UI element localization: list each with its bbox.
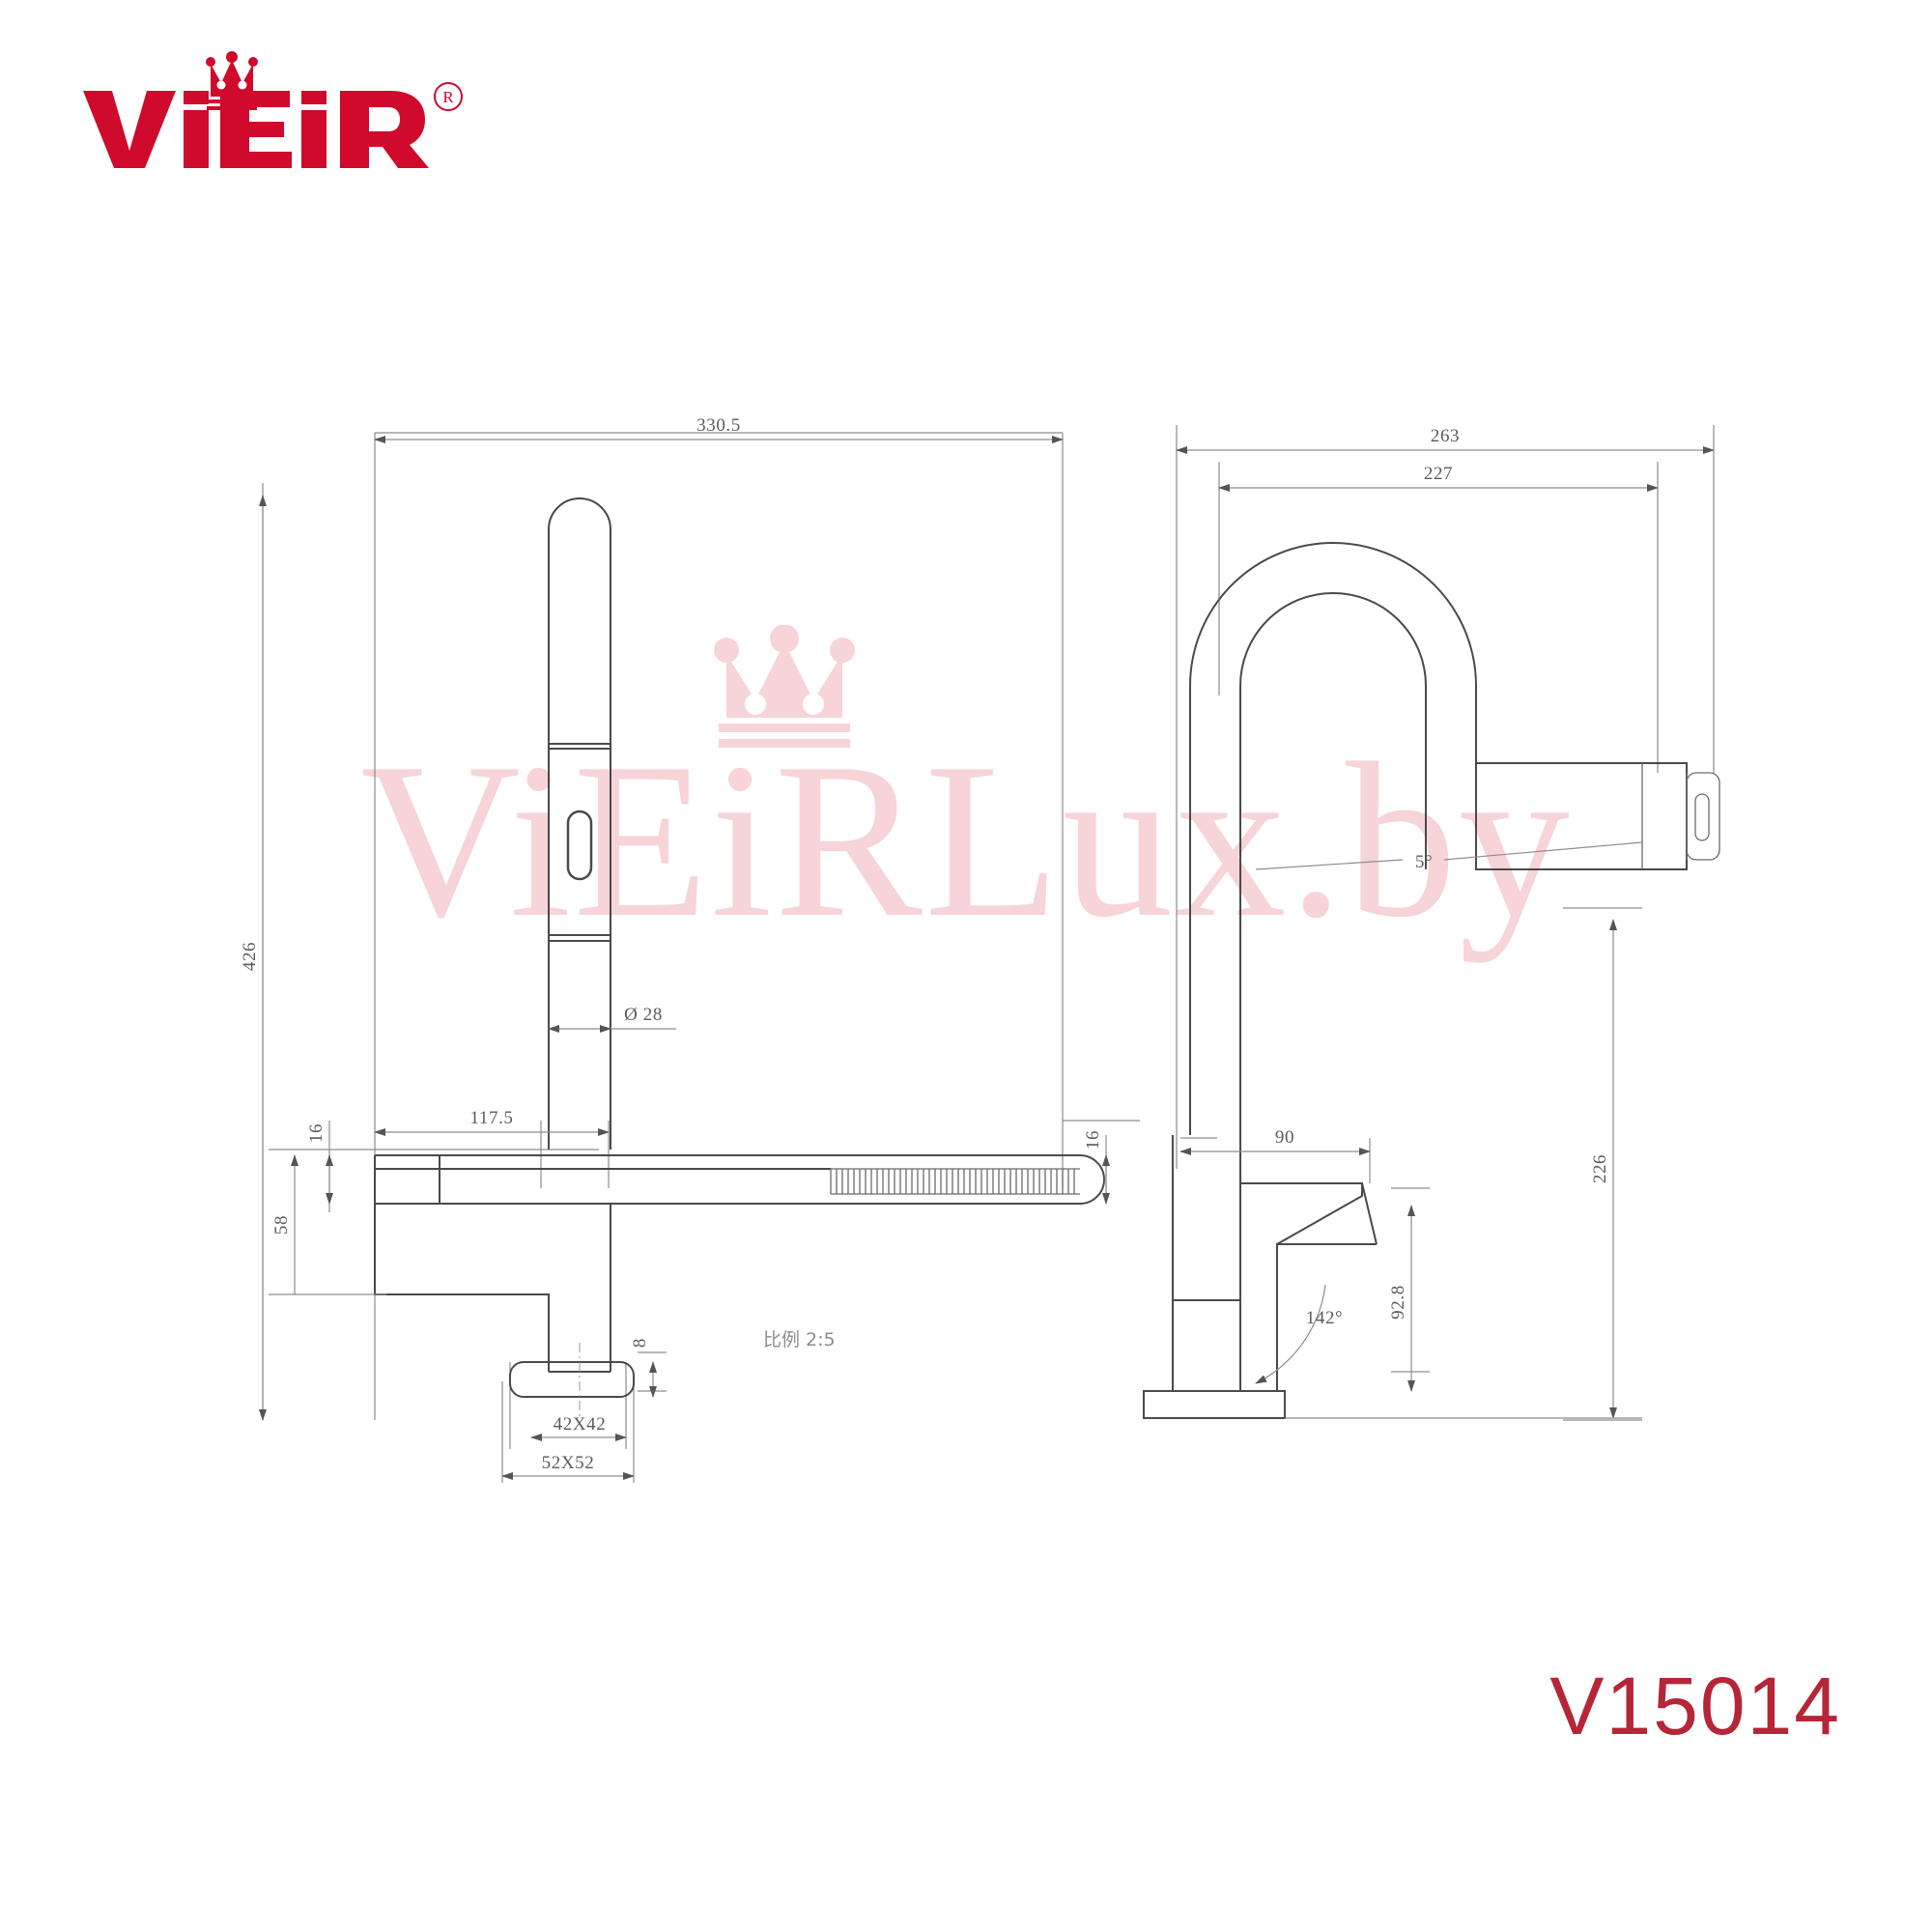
dim-spout-height-label: 226 (1590, 1154, 1610, 1183)
dim-base-depth-label: 90 (1275, 1127, 1294, 1148)
dim-overall-depth-label: 263 (1431, 426, 1460, 446)
dim-body-height: 58 (269, 1154, 386, 1295)
dim-spout-height: 226 (1285, 919, 1642, 1419)
dim-base-plate-thickness-label: 8 (630, 1338, 650, 1348)
dim-spout-diameter-label: Ø 28 (624, 1005, 663, 1025)
dim-body-height-label: 58 (271, 1215, 292, 1235)
scale-note: 比例 2:5 (763, 1329, 836, 1350)
side-view: 263 227 (1143, 425, 1720, 1421)
side-view-spray-head (1641, 763, 1720, 869)
dim-tail-right-thickness-label: 16 (1083, 1130, 1103, 1150)
brand-logo: R (70, 46, 475, 172)
front-view-spray-bar (374, 1154, 1105, 1205)
dim-overall-length-label: 330.5 (696, 415, 741, 436)
registered-mark-letter: R (442, 88, 454, 106)
dim-handle-height: 92.8 (1388, 1205, 1415, 1392)
side-view-gooseneck (1189, 542, 1688, 1135)
side-view-column (1143, 1135, 1286, 1419)
side-view-handle (1240, 1182, 1378, 1392)
dim-outer-base-square-label: 52X52 (542, 1453, 595, 1473)
front-view-extension-lines (262, 432, 1140, 1483)
dim-arc-span: 227 (1218, 464, 1659, 492)
dim-inner-base-square: 42X42 (530, 1414, 627, 1441)
dim-spout-offset: 117.5 (374, 1108, 610, 1136)
dim-overall-height: 426 (240, 495, 267, 1421)
dim-base-plate-thickness: 8 (630, 1338, 657, 1398)
dim-body-top-thickness: 16 (306, 1123, 333, 1205)
dim-tail-right-thickness: 16 (1083, 1130, 1110, 1205)
dim-handle-angle: 142° (1255, 1284, 1344, 1384)
registered-mark-icon (434, 82, 463, 111)
dim-overall-depth: 263 (1176, 426, 1715, 454)
dim-handle-height-label: 92.8 (1388, 1285, 1408, 1320)
front-view-hose-texture (830, 1168, 1080, 1195)
front-view-lower-body (374, 1204, 611, 1373)
front-view: 330.5 426 (240, 415, 1140, 1483)
dim-overall-length: 330.5 (374, 415, 1064, 443)
dim-spray-head-angle-label: 5° (1415, 852, 1433, 872)
dim-body-top-thickness-label: 16 (306, 1123, 327, 1143)
side-view-extension-lines (1176, 425, 1715, 1421)
dim-overall-height-label: 426 (240, 942, 260, 971)
dim-handle-angle-label: 142° (1306, 1308, 1344, 1328)
dim-inner-base-square-label: 42X42 (554, 1414, 607, 1435)
dim-spout-diameter: Ø 28 (548, 1005, 676, 1033)
dim-spray-head-angle: 5° (1255, 841, 1643, 872)
front-view-faucet-body (548, 497, 611, 1150)
dim-base-depth: 90 (1179, 1127, 1371, 1155)
dim-arc-span-label: 227 (1424, 464, 1453, 484)
model-number: V15014 (1549, 1661, 1841, 1751)
brand-wordmark (83, 91, 429, 168)
dim-spout-offset-label: 117.5 (469, 1108, 513, 1128)
front-view-base-plate (509, 1361, 635, 1398)
dim-outer-base-square: 52X52 (501, 1453, 635, 1480)
